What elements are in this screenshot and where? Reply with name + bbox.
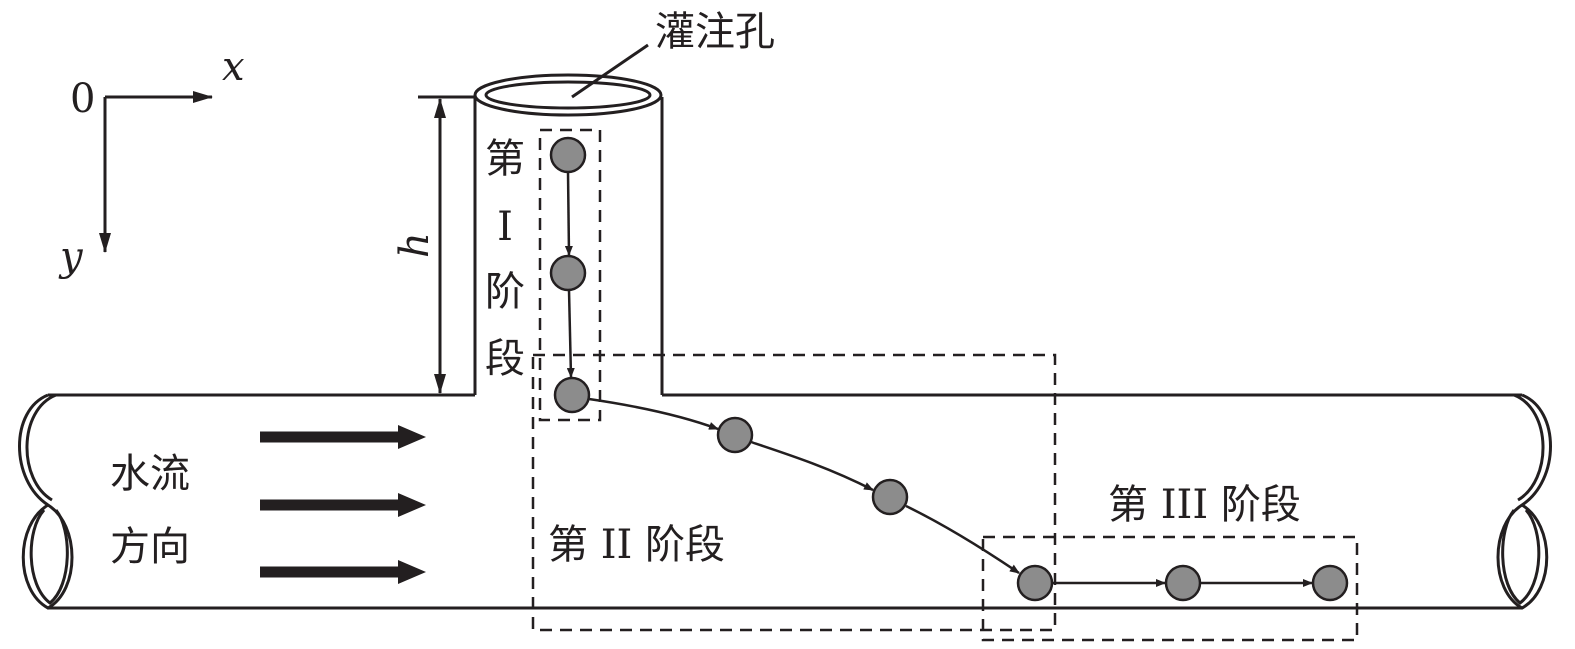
grout-hole-tube (473, 43, 664, 395)
svg-text:阶: 阶 (485, 269, 525, 315)
particle (871, 478, 909, 516)
pipe (18, 393, 1552, 610)
particle (549, 254, 587, 292)
height-label: h (392, 232, 438, 258)
y-axis-label: y (58, 234, 84, 280)
particle (549, 136, 587, 174)
particles (549, 136, 1349, 602)
axes (99, 91, 213, 253)
hole-leader-line (571, 43, 649, 99)
stage3-box (981, 535, 1359, 642)
stage2-box (531, 353, 1057, 632)
particle (553, 376, 591, 414)
stage1-label: 第 I 阶 段 (485, 136, 525, 382)
stage-boxes (531, 128, 1359, 642)
particle (1016, 564, 1054, 602)
svg-text:I: I (497, 204, 513, 250)
particle-trajectory (564, 171, 1313, 587)
origin-label: 0 (70, 76, 95, 122)
svg-text:段: 段 (485, 336, 525, 382)
flow-arrows (260, 431, 400, 578)
stage3-label: 第 III 阶段 (1108, 482, 1301, 528)
stage1-box (538, 128, 602, 422)
particle (1164, 564, 1202, 602)
height-dimension (418, 95, 475, 394)
particle (716, 416, 754, 454)
flow-direction-line1: 水流 (110, 451, 190, 497)
flow-direction-line2: 方向 (110, 524, 190, 570)
particle (1311, 564, 1349, 602)
grout-hole-label: 灌注孔 (655, 9, 775, 55)
svg-text:第: 第 (485, 136, 525, 182)
x-axis-label: x (222, 44, 245, 90)
stage2-label: 第 II 阶段 (548, 522, 725, 568)
